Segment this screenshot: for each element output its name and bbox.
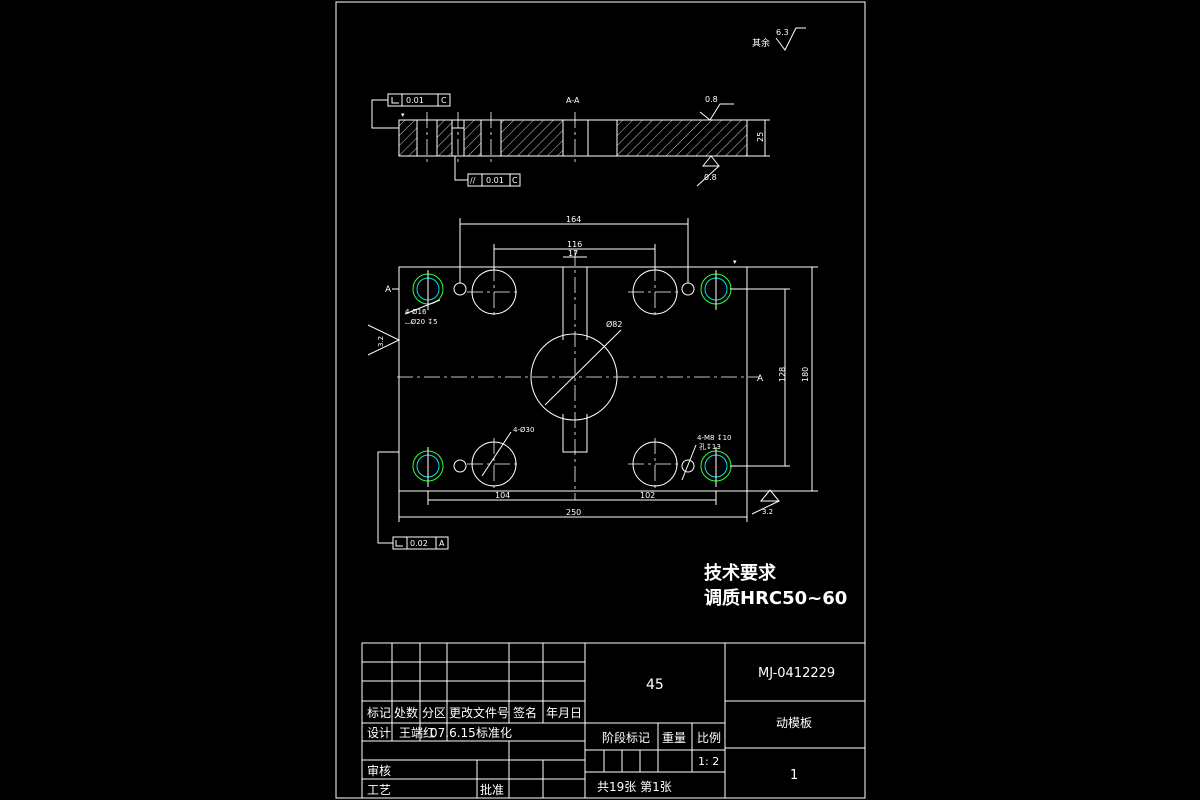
tol-parallel-value: 0.01 xyxy=(486,176,504,185)
svg-text:▾: ▾ xyxy=(401,111,405,119)
dim-164: 164 xyxy=(566,215,581,224)
roughness-default: 其余 6.3 xyxy=(752,27,806,51)
tb-scale-label: 比例 xyxy=(697,731,721,745)
tol-bottom-datum: A xyxy=(439,539,445,548)
tol-bottom-value: 0.02 xyxy=(410,539,428,548)
tb-material: 45 xyxy=(646,677,664,693)
tb-sign: 签名 xyxy=(513,705,537,720)
dim-128: 128 xyxy=(778,367,787,382)
tb-sheet-count: 1 xyxy=(790,768,798,783)
tb-sheets: 共19张 第1张 xyxy=(597,780,672,794)
roughness-top-value: 0.8 xyxy=(705,95,718,104)
center-hole-dim: Ø82 xyxy=(606,319,622,329)
guide-hole-depth: ⌴Ø20 ↧5 xyxy=(405,318,438,326)
roughness-other-label: 其余 xyxy=(752,37,770,49)
tb-designer-label: 设计 xyxy=(367,726,391,740)
dim-102: 102 xyxy=(640,491,655,500)
tb-change-doc: 更改文件号 xyxy=(449,705,509,720)
dim-116: 116 xyxy=(567,240,582,249)
tb-drawing-number: MJ-0412229 xyxy=(758,666,835,681)
tb-review: 审核 xyxy=(367,763,391,778)
section-view: A-A 25 0.8 0.8 xyxy=(371,93,770,187)
thread-hole-note: 4-M8 ↧10 xyxy=(697,434,731,442)
svg-text://: // xyxy=(470,176,476,185)
section-title: A-A xyxy=(566,96,580,105)
guide-hole-note: 4-Ø16 xyxy=(405,308,427,316)
tb-design-date: 07.6.15 xyxy=(430,726,476,740)
roughness-default-value: 6.3 xyxy=(776,28,789,37)
tb-designer-name: 王端红 xyxy=(399,725,435,740)
dim-180: 180 xyxy=(801,367,810,382)
section-marker-right: A xyxy=(757,374,764,384)
thread-hole-depth: 孔↧13 xyxy=(699,443,721,451)
roughness-bottom-right: 3.2 xyxy=(762,508,773,516)
tol-top-value: 0.01 xyxy=(406,96,424,105)
tb-mark: 标记 xyxy=(367,706,391,720)
tb-approve: 批准 xyxy=(480,782,504,797)
section-marker-left: A xyxy=(385,285,392,295)
svg-text:▾: ▾ xyxy=(733,258,737,266)
dim-250: 250 xyxy=(566,508,581,517)
tb-zone: 分区 xyxy=(422,706,446,720)
large-hole-note: 4-Ø30 xyxy=(513,426,534,434)
tb-date: 年月日 xyxy=(546,706,582,720)
dim-104: 104 xyxy=(495,491,510,500)
tb-part-name: 动模板 xyxy=(776,716,812,730)
roughness-side: 3.2 xyxy=(377,336,385,347)
tb-count: 处数 xyxy=(394,705,418,720)
tb-standardization: 标准化 xyxy=(476,726,512,740)
dim-17: 17 xyxy=(568,249,578,258)
tech-item-1: 调质HRC50~60 xyxy=(704,588,847,609)
tb-stage: 阶段标记 xyxy=(602,730,650,745)
tech-requirements: 技术要求 调质HRC50~60 xyxy=(704,562,847,609)
roughness-bottom-value: 0.8 xyxy=(704,173,717,182)
tb-scale-value: 1: 2 xyxy=(698,755,719,768)
tb-process: 工艺 xyxy=(367,783,391,797)
tol-top-datum: C xyxy=(441,96,447,105)
tol-parallel-datum: C xyxy=(512,176,518,185)
title-block: 标记 处数 分区 更改文件号 签名 年月日 设计 王端红 07.6.15 标准化… xyxy=(361,642,866,799)
tech-title: 技术要求 xyxy=(704,562,777,584)
plan-view: Ø82 A A 4-Ø xyxy=(367,215,818,550)
thickness-dim: 25 xyxy=(756,132,765,142)
tb-weight: 重量 xyxy=(662,731,686,745)
